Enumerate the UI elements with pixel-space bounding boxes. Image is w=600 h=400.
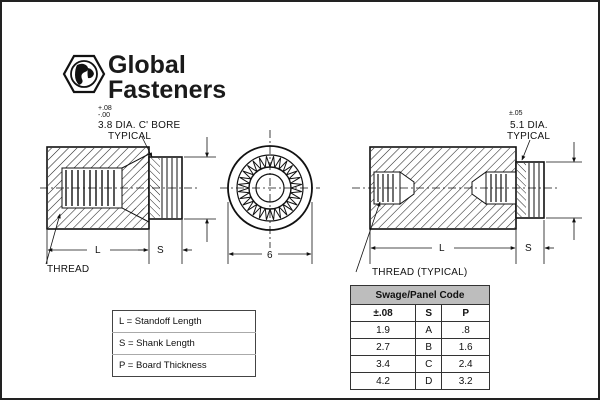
end-view-dim-width: 6	[267, 250, 273, 261]
table-cell: 2.4	[441, 355, 490, 373]
table-cell: C	[415, 355, 443, 373]
dia-label-line1: 5.1 DIA.	[510, 120, 548, 131]
bore-label-line1: 3.8 DIA. C' BORE	[98, 120, 180, 131]
right-standoff-section	[352, 139, 582, 273]
swage-panel-table: Swage/Panel Code ±.08 S P 1.9 A .8 2.7 B…	[349, 285, 490, 390]
left-thread-label: THREAD	[47, 264, 89, 275]
right-tolerance: ±.05	[509, 110, 523, 117]
brand-name-line2: Fasteners	[108, 76, 226, 104]
right-dim-s: S	[525, 243, 532, 254]
table-cell: 1.9	[349, 321, 417, 339]
right-thread-label: THREAD (TYPICAL)	[372, 267, 467, 278]
table-cell: 3.4	[349, 355, 417, 373]
table-header-p: P	[441, 304, 490, 322]
bore-label-line2: TYPICAL	[108, 131, 151, 142]
table-cell: 4.2	[349, 372, 417, 390]
table-row: 4.2 D 3.2	[349, 372, 490, 390]
tolerance-upper: +.08	[98, 105, 112, 112]
table-header-tolerance: ±.08	[349, 304, 417, 322]
legend-item: S = Shank Length	[112, 332, 256, 355]
legend-item-board-thickness: P = Board Thickness	[119, 360, 207, 371]
legend-box: L = Standoff Length S = Shank Length P =…	[112, 310, 256, 377]
table-cell: 3.2	[441, 372, 490, 390]
table-cell: D	[415, 372, 443, 390]
brand-logo: Global Fasteners	[62, 51, 226, 104]
dia-label-line2: TYPICAL	[507, 131, 550, 142]
table-row: 1.9 A .8	[349, 321, 490, 339]
left-standoff-labels: +.08 -.00 3.8 DIA. C' BORE TYPICAL L S T…	[47, 105, 180, 275]
legend-item-shank-length: S = Shank Length	[112, 332, 256, 355]
legend-item: L = Standoff Length	[112, 310, 256, 333]
table-cell: .8	[441, 321, 490, 339]
globe-hexagon-icon	[62, 54, 106, 94]
table-cell: 2.7	[349, 338, 417, 356]
right-standoff-labels: ±.05 5.1 DIA. TYPICAL L S THREAD (TYPICA…	[372, 110, 550, 278]
brand-name-line1: Global	[108, 51, 186, 79]
left-standoff-section	[40, 136, 216, 265]
legend-item: P = Board Thickness	[113, 355, 256, 377]
tolerance-lower: -.00	[98, 112, 110, 119]
left-dim-s: S	[157, 245, 164, 256]
left-dim-l: L	[95, 245, 101, 256]
table-cell: A	[415, 321, 443, 339]
table-row: 3.4 C 2.4	[349, 355, 490, 373]
right-dim-l: L	[439, 243, 445, 254]
end-view	[220, 130, 320, 264]
table-header-s: S	[415, 304, 443, 322]
table-cell: B	[415, 338, 443, 356]
table-row: 2.7 B 1.6	[349, 338, 490, 356]
legend-item-standoff-length: L = Standoff Length	[112, 310, 256, 333]
table-cell: 1.6	[441, 338, 490, 356]
table-title: Swage/Panel Code	[350, 285, 490, 305]
